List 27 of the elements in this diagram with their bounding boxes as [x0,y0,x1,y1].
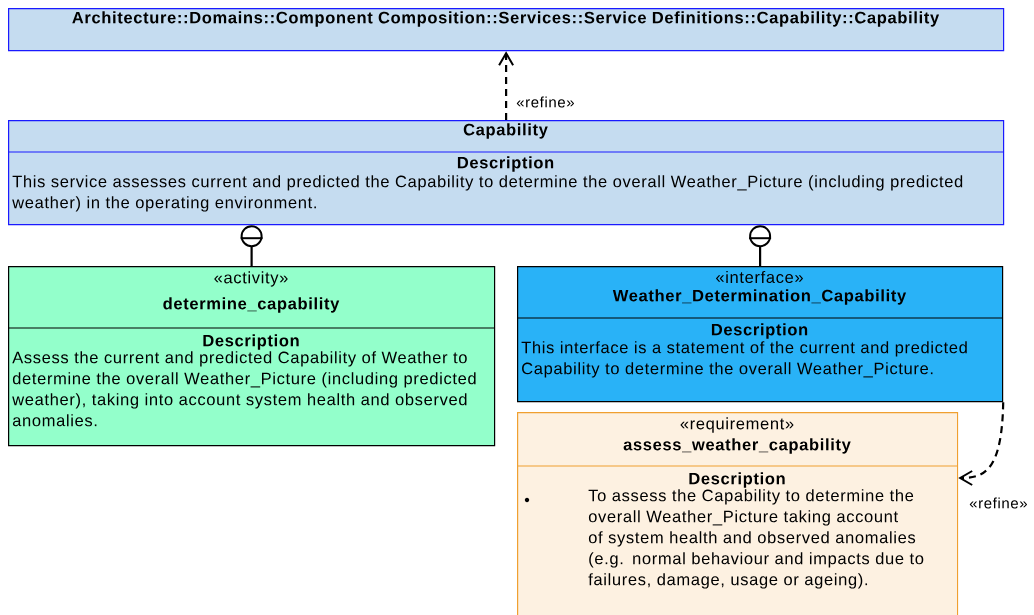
class-box [516,412,959,615]
class-name: determine_capability [163,297,340,313]
class-box [8,8,1005,52]
class-name: Capability [463,123,548,139]
package-path-title: Architecture::Domains::Component Composition::Services::Service Definitions::Capability::Capability [72,11,940,27]
class-box [7,266,496,447]
section-heading: Description [689,472,785,488]
section-heading: Description [203,334,299,350]
containment-connector [239,225,264,266]
stereotype-label: «interface» [716,270,803,284]
description-text: This service assesses current and predicted the Capability to determine the overall Weather_Picture (including predicted weather) in the operating environment. [12,175,963,212]
class-name: Weather_Determination_Capability [612,289,907,305]
class-box [516,266,1004,403]
edge-label: «refine» [515,95,576,109]
stereotype-label: «requirement» [680,417,794,433]
section-heading: Description [711,323,808,339]
dependency-arrow [958,402,1005,486]
class-name: assess_weather_capability [623,438,851,454]
edge-label: «refine» [968,496,1029,510]
dependency-arrow [498,51,515,120]
section-heading: Description [457,156,554,172]
description-text: Assess the current and predicted Capability of Weather to determine the overall Weather_Picture (including predicted weather), taking into account system health and observed anomalies. [12,351,476,427]
containment-connector [748,225,773,266]
class-box [7,120,1005,226]
stereotype-label: «activity» [214,271,288,287]
description-text: This interface is a statement of the current and predicted Capability to determine the overall Weather_Picture. [521,341,967,378]
description-text: To assess the Capability to determine the overall Weather_Picture taking account of system health and observed anomalies (e.g. normal behaviour and impacts due to failures, damage, usage or ageing). [588,489,924,589]
